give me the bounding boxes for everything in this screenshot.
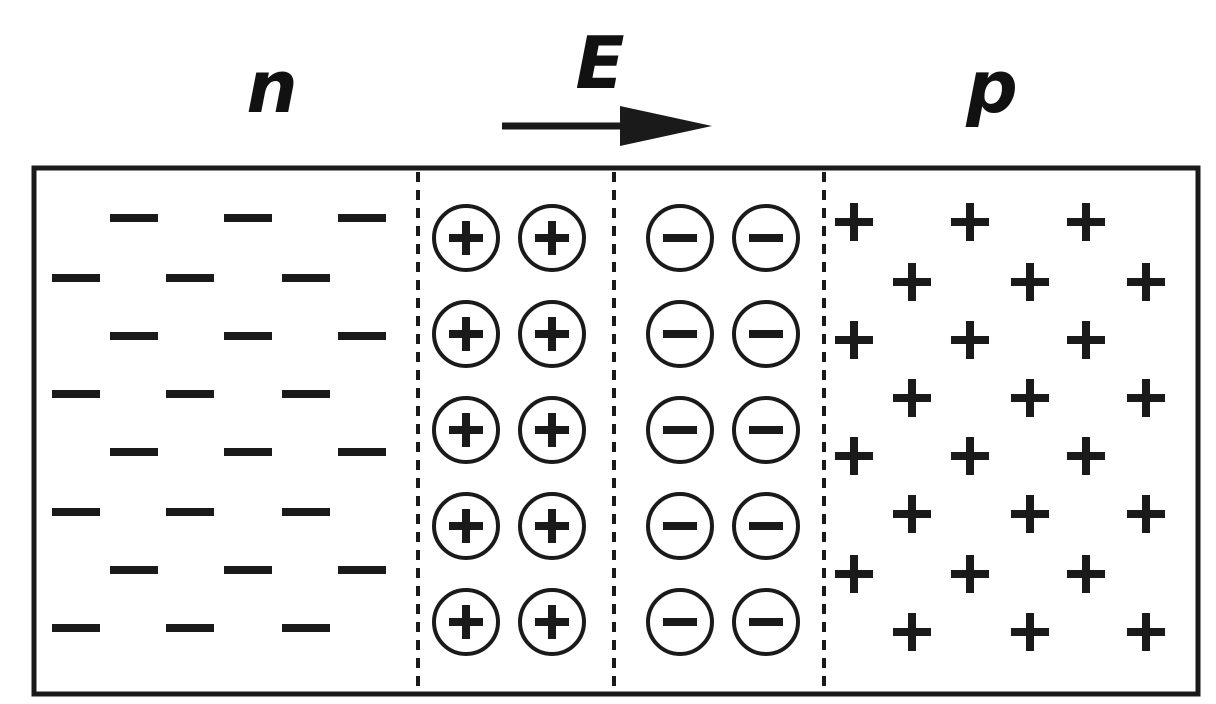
donor-ion-plus-icon — [432, 396, 500, 464]
junction-box — [31, 165, 1201, 697]
acceptor-ion-minus-icon — [732, 588, 800, 656]
p-region-holes — [835, 203, 1165, 651]
n-region-label: n — [246, 45, 297, 129]
hole-plus-icon — [1067, 555, 1105, 593]
hole-plus-icon — [951, 437, 989, 475]
hole-plus-icon — [835, 203, 873, 241]
hole-plus-icon — [951, 555, 989, 593]
hole-plus-icon — [1127, 379, 1165, 417]
hole-plus-icon — [1127, 263, 1165, 301]
field-label: E — [575, 21, 624, 105]
n-region-electrons — [52, 214, 386, 632]
hole-plus-icon — [1011, 495, 1049, 533]
acceptor-ion-minus-icon — [732, 396, 800, 464]
field-arrow-icon — [502, 106, 712, 146]
hole-plus-icon — [1067, 321, 1105, 359]
donor-ion-plus-icon — [518, 492, 586, 560]
donor-ion-plus-icon — [432, 588, 500, 656]
hole-plus-icon — [951, 321, 989, 359]
depletion-positive-ions — [432, 204, 586, 656]
acceptor-ion-minus-icon — [732, 204, 800, 272]
hole-plus-icon — [1011, 263, 1049, 301]
donor-ion-plus-icon — [518, 396, 586, 464]
acceptor-ion-minus-icon — [646, 300, 714, 368]
hole-plus-icon — [893, 379, 931, 417]
hole-plus-icon — [1127, 495, 1165, 533]
p-region-label: p — [965, 45, 1018, 129]
hole-plus-icon — [1011, 379, 1049, 417]
hole-plus-icon — [835, 321, 873, 359]
hole-plus-icon — [835, 437, 873, 475]
donor-ion-plus-icon — [432, 492, 500, 560]
donor-ion-plus-icon — [518, 204, 586, 272]
acceptor-ion-minus-icon — [646, 492, 714, 560]
hole-plus-icon — [1011, 613, 1049, 651]
acceptor-ion-minus-icon — [732, 492, 800, 560]
acceptor-ion-minus-icon — [646, 396, 714, 464]
acceptor-ion-minus-icon — [646, 588, 714, 656]
hole-plus-icon — [951, 203, 989, 241]
acceptor-ion-minus-icon — [646, 204, 714, 272]
hole-plus-icon — [1127, 613, 1165, 651]
hole-plus-icon — [835, 555, 873, 593]
hole-plus-icon — [893, 613, 931, 651]
hole-plus-icon — [1067, 437, 1105, 475]
acceptor-ion-minus-icon — [732, 300, 800, 368]
donor-ion-plus-icon — [432, 204, 500, 272]
donor-ion-plus-icon — [518, 300, 586, 368]
depletion-negative-ions — [646, 204, 800, 656]
donor-ion-plus-icon — [432, 300, 500, 368]
hole-plus-icon — [1067, 203, 1105, 241]
hole-plus-icon — [893, 495, 931, 533]
hole-plus-icon — [893, 263, 931, 301]
donor-ion-plus-icon — [518, 588, 586, 656]
